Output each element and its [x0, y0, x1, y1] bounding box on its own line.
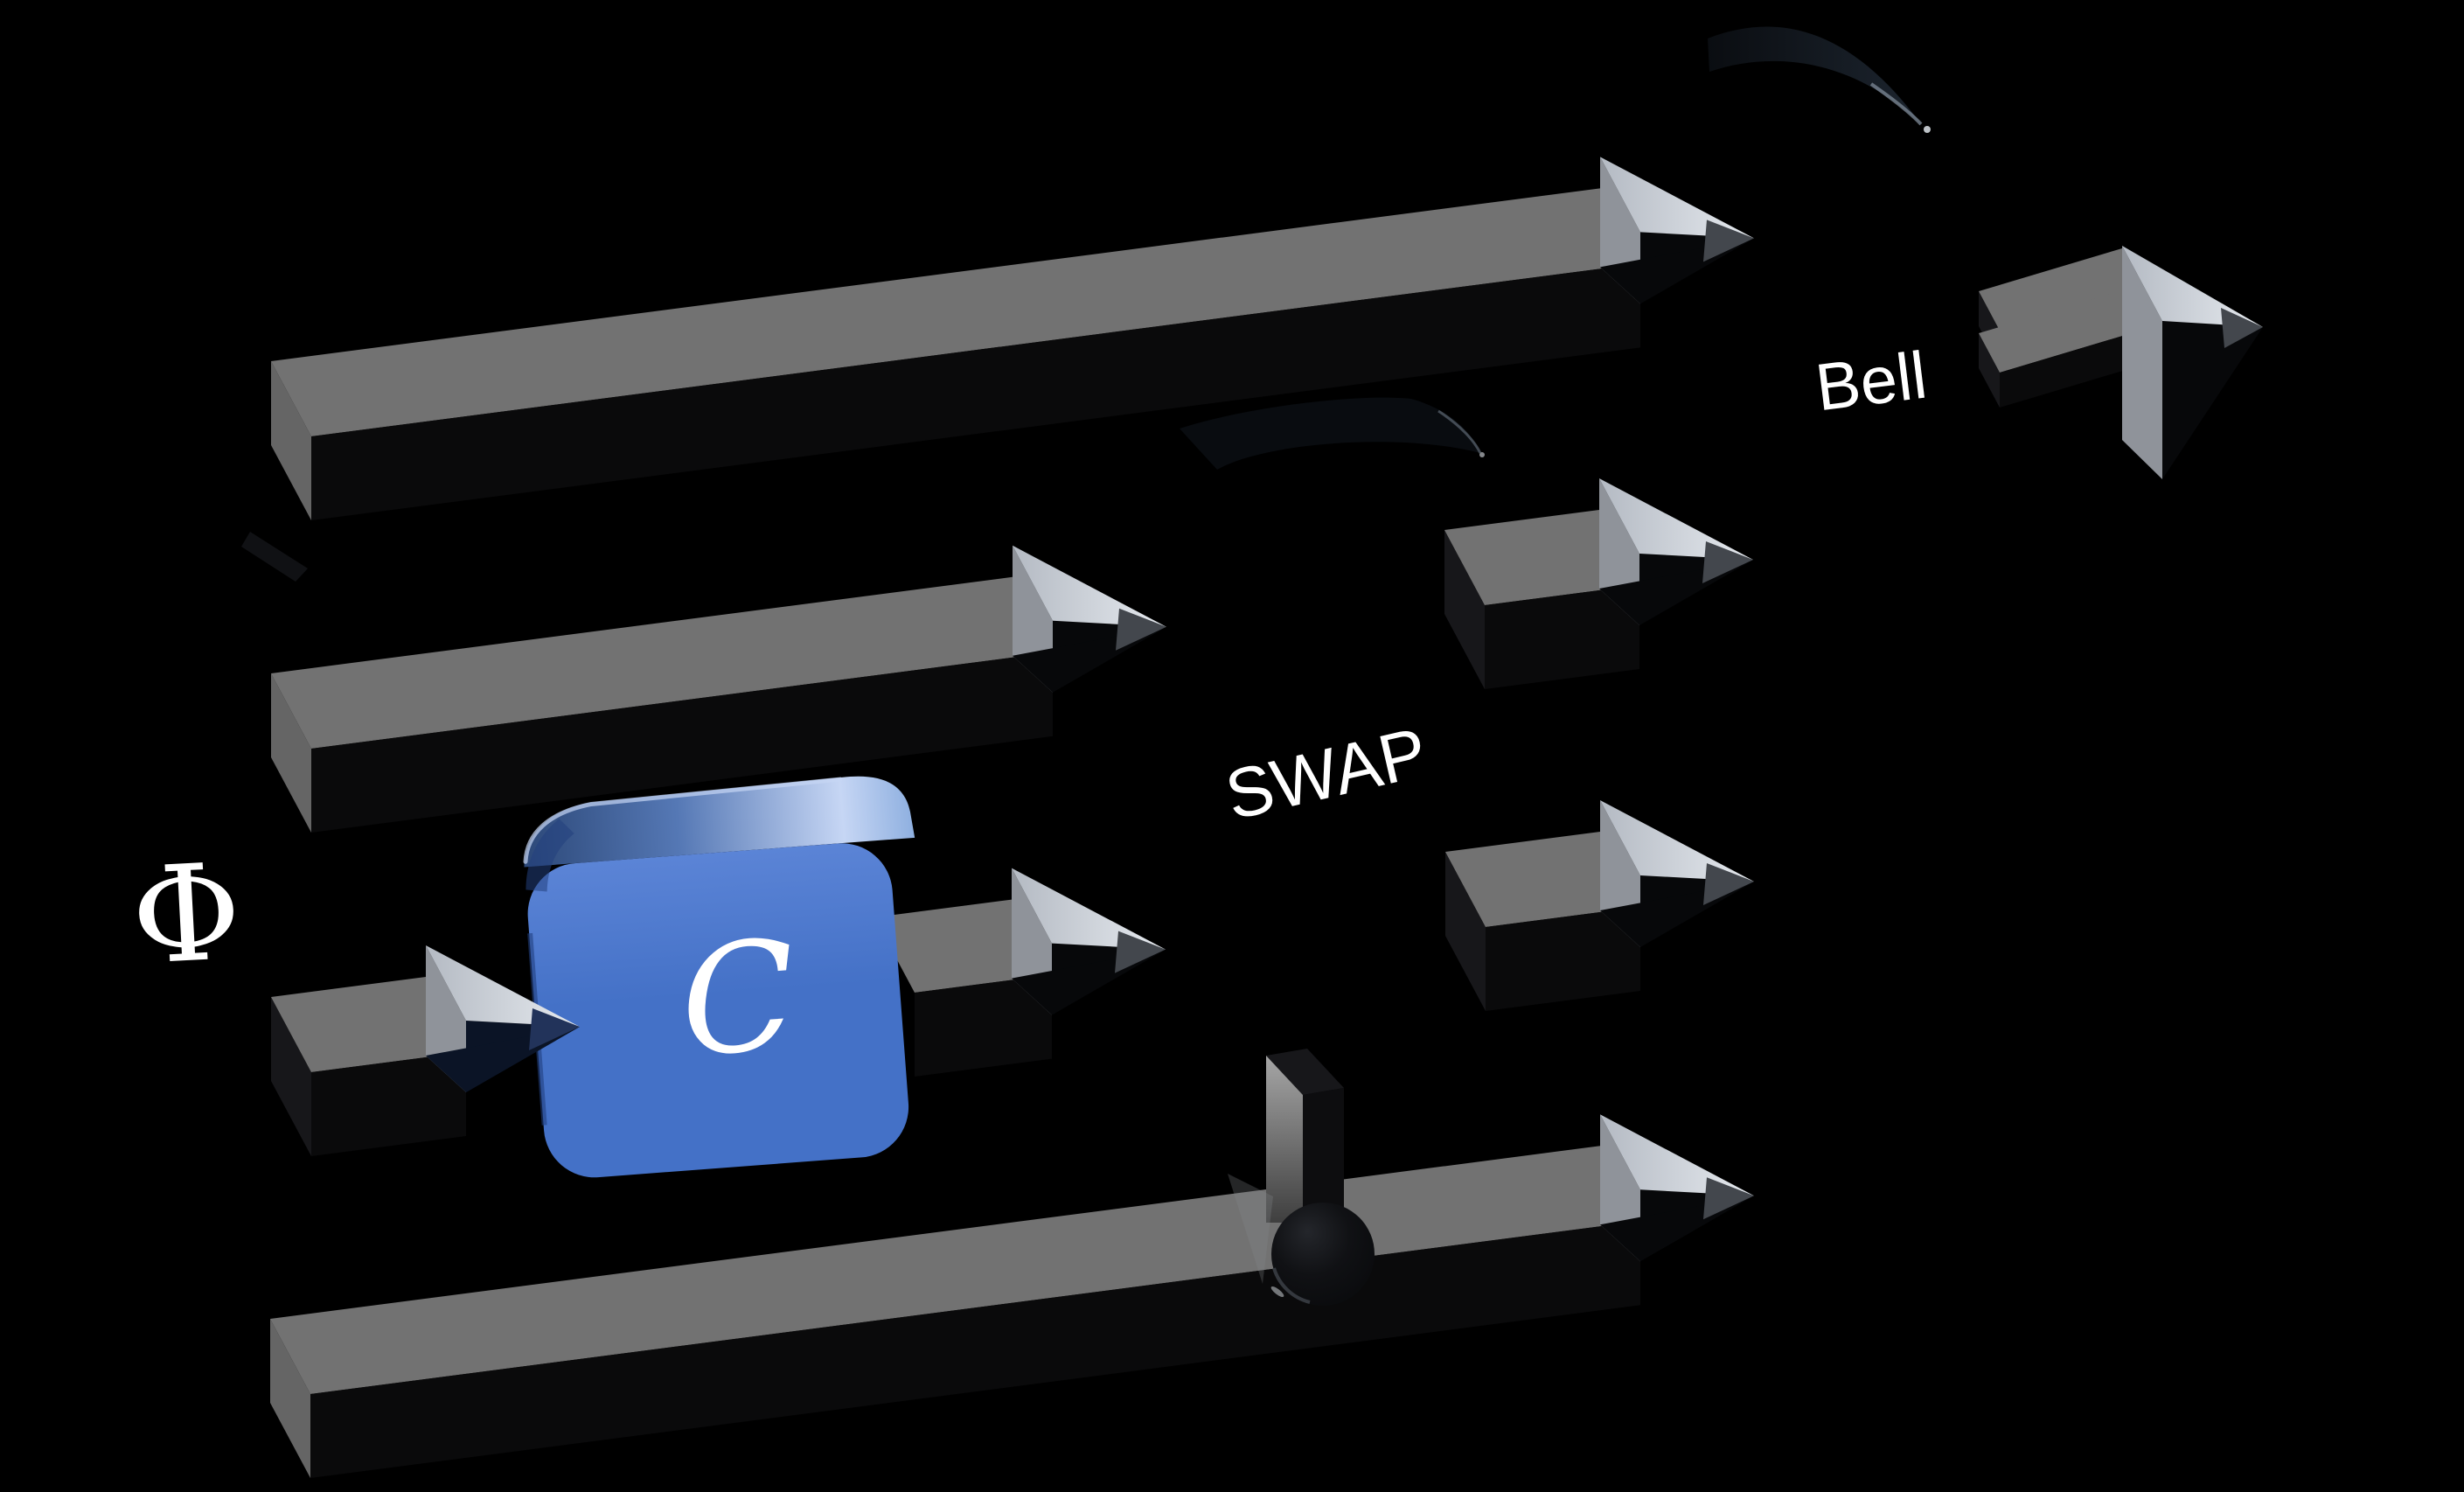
post-top [1266, 1049, 1344, 1095]
swoosh-top-body [1708, 26, 1921, 124]
out-head-facet [1115, 931, 1166, 973]
bell-head-front [2162, 321, 2263, 479]
in-head-top [426, 945, 580, 1027]
sphere-speck [1270, 1286, 1284, 1298]
bell-shaft2-front [2000, 330, 2143, 408]
swap-arrow-lower-icon [1445, 800, 1754, 1011]
motion-trail-top-icon [1708, 26, 1931, 133]
swapB-head-facet [1703, 863, 1754, 905]
in-head-facet [529, 1008, 580, 1050]
wire2-shaft-front [311, 652, 1053, 833]
sphere-rim-highlight [1272, 1267, 1311, 1304]
swapB-shaft-front [1486, 907, 1640, 1011]
swapA-head-top [1599, 478, 1753, 560]
control-post-icon [1266, 1049, 1344, 1223]
out-shaft-front [915, 974, 1052, 1077]
reflection-sliver [241, 532, 308, 582]
wire1-head-top [1600, 157, 1754, 239]
post-right-face [1303, 1088, 1344, 1223]
swapB-shaft-top [1445, 832, 1640, 927]
channel-gate-label-group: C [674, 907, 802, 1091]
wire2-head-facet [1116, 608, 1166, 651]
swapB-cap [1445, 852, 1486, 1011]
in-shaft-front [311, 1052, 466, 1156]
wire2-cap [271, 673, 311, 833]
bell-head-fin [2122, 246, 2162, 479]
swoosh-mid-edge [1437, 409, 1482, 454]
bell-pair-output-arrow-icon [1979, 246, 2263, 479]
wire4-head-facet [1703, 1177, 1754, 1220]
bell-head-facet [2221, 308, 2263, 348]
box-front-face [527, 843, 909, 1178]
bell-shaft1-top [1979, 248, 2143, 331]
reflection-sliver-shape [241, 532, 308, 582]
swoosh-top-speck [1924, 126, 1931, 133]
box-top-face [524, 776, 915, 868]
qubit-wire-second-arrow-icon [271, 545, 1166, 833]
qubit-wire-bottom-arrow-icon [270, 1114, 1754, 1478]
channel-label: C [674, 907, 802, 1091]
wire2-head-top [1013, 545, 1166, 627]
swoosh-top-edge [1869, 82, 1923, 126]
swapA-shaft-front [1485, 585, 1639, 689]
swoosh-mid-body [1180, 397, 1480, 470]
bell-cap-2 [1979, 333, 2000, 408]
swap-label: SWAP [1219, 713, 1435, 834]
out-head-top [1012, 868, 1166, 950]
in-shaft-top [271, 977, 466, 1072]
wire1-shaft-front [311, 263, 1640, 520]
control-dot-icon [1228, 1174, 1375, 1306]
sphere-body [1271, 1203, 1375, 1306]
bell-head-top [2122, 246, 2263, 327]
swapA-cap [1444, 530, 1485, 689]
qubit-wire-top-arrow-icon [271, 157, 1754, 520]
swoosh-mid-speck [1479, 452, 1485, 457]
phi-label: Φ [128, 834, 245, 994]
wire1-head-facet [1703, 220, 1754, 262]
swap-arrow-upper-icon [1444, 478, 1753, 689]
out-shaft-top [874, 899, 1052, 993]
wire1-cap [271, 361, 311, 520]
post-left-face [1266, 1056, 1303, 1223]
channel-output-arrow-icon [874, 868, 1166, 1077]
bell-shaft2-top [1979, 290, 2143, 373]
phi-input-arrow-icon [271, 945, 580, 1156]
wire1-shaft-top [271, 188, 1640, 436]
sphere-glow-wedge [1228, 1174, 1273, 1284]
in-cap [271, 997, 311, 1156]
wire4-cap [270, 1319, 310, 1478]
swapA-head-facet [1702, 541, 1753, 583]
wire2-shaft-top [271, 576, 1053, 749]
swapB-head-top [1600, 800, 1754, 882]
motion-trail-middle-icon [1180, 397, 1485, 470]
wire4-head-top [1600, 1114, 1754, 1196]
bell-label: Bell [1812, 338, 1931, 426]
box-left-corner-shade [526, 819, 574, 892]
box-top-highlight [523, 777, 843, 864]
swapA-shaft-top [1444, 510, 1639, 605]
